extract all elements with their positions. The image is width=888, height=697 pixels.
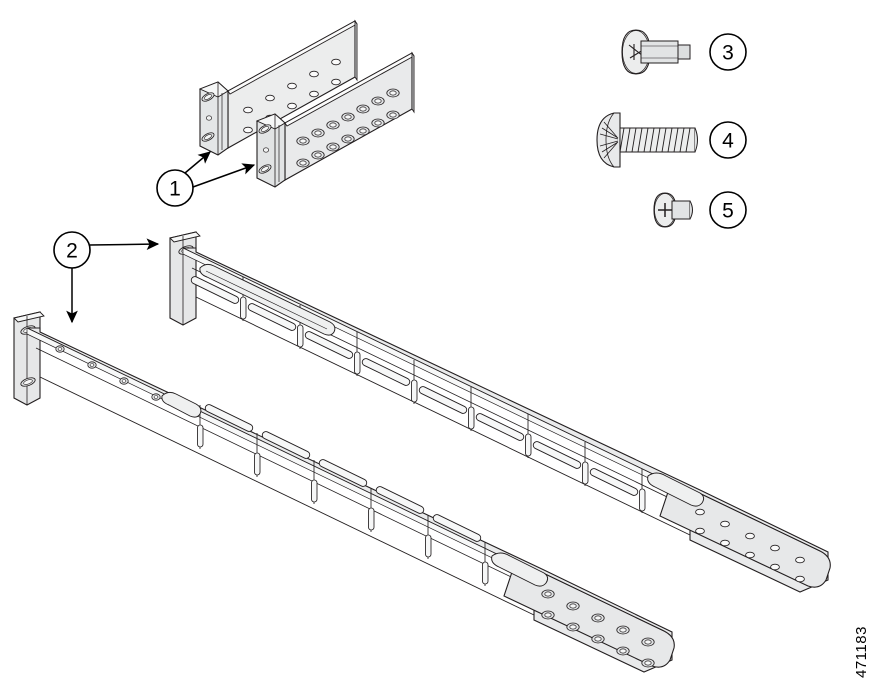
rail-lower-latch-tongue	[161, 391, 202, 418]
screw-pan-head-tip	[677, 44, 691, 60]
rail-upper-latch-tongue	[199, 263, 336, 336]
rail-upper-vertical-slots	[240, 296, 646, 512]
rail-lower-bottom-fold	[39, 376, 535, 616]
rail-lower-ear-slot-bottom	[20, 377, 36, 387]
callout-2: 2	[53, 231, 91, 269]
callout-4-circle	[709, 121, 747, 159]
callout-2-label: 2	[66, 240, 78, 263]
figure-id-label: 471183	[853, 626, 870, 678]
callout-4-label: 4	[722, 130, 734, 153]
bracket-rear-ear-pin-hole	[206, 115, 212, 121]
screw-flat-head	[653, 192, 693, 228]
bracket-rear-ear-slots	[201, 92, 215, 142]
bracket-front-ear-pin-hole	[263, 147, 269, 153]
screw-truss-head	[596, 112, 698, 168]
bracket-front-ear-slots	[258, 124, 272, 174]
callout-5-label: 5	[722, 200, 734, 223]
figure-id: 471183	[853, 626, 870, 678]
screw-truss-head-threads	[619, 127, 691, 153]
rail-lower-front-holes	[55, 345, 161, 401]
callout-5-circle	[709, 191, 747, 229]
bracket-front	[255, 51, 415, 188]
screw-pan-head-shoulder	[640, 40, 679, 64]
screw-pan-head-shank-lines	[641, 45, 678, 59]
callout-3-label: 3	[722, 42, 734, 65]
bracket-rear	[198, 19, 358, 156]
screw-truss-head-head-edge	[605, 112, 615, 168]
callout-leaders	[66, 151, 256, 324]
callout-5: 5	[709, 191, 747, 229]
callout-1: 1	[156, 169, 194, 207]
rail-upper-tail	[647, 472, 831, 588]
callout-bubbles: 1 2 3 4 5	[53, 33, 747, 269]
rail-upper-slots	[190, 276, 639, 496]
bracket-group	[198, 19, 415, 188]
screw-flat-head-shank	[671, 200, 691, 220]
rail-lower-lip-line	[35, 347, 535, 589]
bracket-rear-right-edge	[354, 19, 358, 82]
callout-1-circle	[156, 169, 194, 207]
rail-lower	[13, 311, 675, 673]
screw-pan-head	[621, 29, 691, 75]
leader-1-rear	[184, 151, 211, 174]
rail-lower-tail-hook	[491, 552, 549, 587]
leader-2-upper	[89, 238, 160, 251]
callout-1-label: 1	[169, 178, 181, 201]
leader-1-front	[192, 163, 256, 188]
rail-lower-ear-top	[13, 311, 45, 323]
rail-upper-bottom-fold	[195, 296, 691, 536]
rail-lower-tail	[491, 552, 675, 668]
rail-lower-slots	[204, 404, 482, 542]
callout-3: 3	[709, 33, 747, 71]
bracket-front-right-edge	[411, 51, 415, 114]
screw-flat-head-phillips-cross	[658, 203, 672, 217]
callout-3-circle	[709, 33, 747, 71]
callout-4: 4	[709, 121, 747, 159]
rail-upper-tail-hook	[647, 472, 705, 507]
screw-flat-head-tip	[689, 200, 693, 220]
rail-upper-ear-top	[169, 231, 201, 243]
rail-lower-vertical-slots	[197, 424, 489, 585]
screw-truss-head-drive	[599, 121, 619, 159]
callout-2-circle	[53, 231, 91, 269]
rail-upper	[169, 231, 831, 593]
screw-truss-head-tip	[694, 127, 698, 153]
